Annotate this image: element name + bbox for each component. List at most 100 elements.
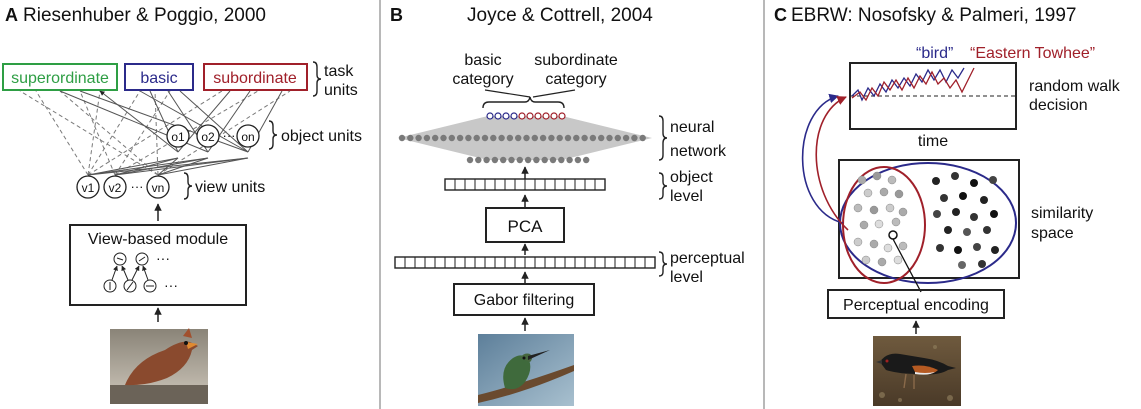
- bird-exemplar: [869, 205, 879, 215]
- object-level-label-1: object: [670, 169, 713, 186]
- other-exemplar: [954, 246, 962, 254]
- hidden-unit: [589, 134, 597, 142]
- bird-exemplar: [877, 257, 887, 267]
- panel-b-letter: B: [390, 5, 403, 25]
- other-exemplar: [936, 244, 944, 252]
- other-exemplar: [990, 210, 998, 218]
- northern-cardinal-photo: [110, 328, 208, 404]
- bird-exemplar: [869, 239, 879, 249]
- other-exemplar: [933, 210, 941, 218]
- hidden-unit: [564, 134, 572, 142]
- panel-b-title: Joyce & Cottrell, 2004: [467, 5, 653, 26]
- module-internal-units: [103, 252, 157, 293]
- bird-feedback-arc: [801, 93, 844, 224]
- module-ellipsis-bottom: ···: [164, 277, 178, 293]
- random-walk-label-2: decision: [1029, 97, 1088, 114]
- other-exemplar: [959, 192, 967, 200]
- hidden-unit: [631, 134, 638, 142]
- perceptual-encoding-box: [827, 289, 1005, 319]
- other-exemplar: [970, 213, 978, 221]
- hummingbird-photo: [478, 334, 574, 406]
- bird-exemplar: [857, 175, 867, 185]
- other-exemplar: [991, 246, 999, 254]
- hidden-unit: [440, 134, 447, 142]
- category-brace: [482, 96, 565, 109]
- bird-exemplar: [853, 237, 863, 247]
- view-unit-2: v2: [109, 181, 122, 195]
- bird-exemplar: [853, 203, 863, 213]
- hidden-unit: [407, 134, 414, 142]
- hidden-unit: [614, 134, 621, 142]
- exemplars: [853, 171, 999, 269]
- hidden-unit: [581, 134, 588, 142]
- bird-exemplar: [872, 171, 882, 181]
- bird-category-ellipse: [839, 162, 1017, 284]
- towhee-feedback-arc: [815, 96, 849, 231]
- view-units: v1 v2 ··· vn: [76, 175, 170, 199]
- bird-exemplar: [859, 220, 869, 230]
- towhee-label: “Eastern Towhee”: [970, 45, 1095, 62]
- hidden-unit: [481, 134, 489, 142]
- object-units-label: object units: [281, 128, 362, 145]
- superordinate-box: [2, 63, 118, 91]
- hidden-unit: [498, 134, 505, 142]
- panel-c-letter: C: [774, 5, 787, 25]
- bird-exemplar: [898, 241, 908, 251]
- panel-b: B Joyce & Cottrell, 2004 basic category …: [390, 5, 745, 406]
- view-unit-1: v1: [82, 181, 95, 195]
- bird-exemplar: [874, 219, 884, 229]
- hidden-unit: [398, 134, 406, 142]
- object-unit-2: o2: [201, 130, 215, 144]
- other-exemplar: [951, 172, 959, 180]
- hidden-unit: [490, 134, 497, 142]
- panel-a-letter: A: [5, 5, 18, 25]
- subordinate-category-label-2: category: [545, 71, 606, 88]
- superordinate-label: superordinate: [11, 70, 109, 87]
- input-units: [466, 156, 590, 164]
- object-level-strip: [444, 178, 606, 191]
- hidden-unit: [448, 134, 455, 142]
- hidden-unit: [423, 134, 431, 142]
- hidden-unit: [465, 134, 472, 142]
- view-units-ellipsis: ···: [131, 179, 144, 194]
- basic-box: [124, 63, 194, 91]
- other-exemplar: [944, 226, 952, 234]
- input-unit: [566, 156, 573, 164]
- hidden-unit: [523, 134, 530, 142]
- other-exemplar: [932, 177, 940, 185]
- input-unit: [533, 156, 540, 164]
- hidden-unit: [515, 134, 522, 142]
- eastern-towhee-photo: [873, 336, 961, 406]
- hidden-unit: [573, 134, 580, 142]
- hidden-unit: [415, 134, 422, 142]
- object-units-brace: [268, 120, 278, 150]
- bird-exemplar: [863, 188, 873, 198]
- bird-exemplar: [891, 217, 901, 227]
- object-unit-n: on: [241, 130, 254, 144]
- hidden-unit: [606, 134, 613, 142]
- other-exemplar: [989, 176, 997, 184]
- network-brace: [658, 115, 668, 161]
- similarity-space-label-2: space: [1031, 225, 1074, 242]
- sub-pointer: [532, 89, 576, 98]
- other-exemplar: [958, 261, 966, 269]
- hidden-unit: [456, 134, 464, 142]
- subordinate-category-label-1: subordinate: [534, 52, 618, 69]
- input-unit: [524, 156, 532, 164]
- panel-a-title: Riesenhuber & Poggio, 2000: [23, 5, 266, 26]
- pca-label: PCA: [508, 217, 544, 236]
- neural-network-label-1: neural: [670, 119, 714, 136]
- input-unit: [491, 156, 499, 164]
- view-based-module-box: [69, 224, 247, 306]
- perceptual-level-label-1: perceptual: [670, 250, 745, 267]
- hidden-unit: [548, 134, 555, 142]
- panel-c-title: EBRW: Nosofsky & Palmeri, 1997: [791, 5, 1076, 26]
- object-level-label-2: level: [670, 188, 703, 205]
- view-units-label: view units: [195, 179, 265, 196]
- object-unit-1: o1: [171, 130, 185, 144]
- pca-box: [485, 207, 565, 243]
- bird-exemplar: [885, 203, 895, 213]
- other-exemplar: [940, 194, 948, 202]
- hidden-unit: [598, 134, 605, 142]
